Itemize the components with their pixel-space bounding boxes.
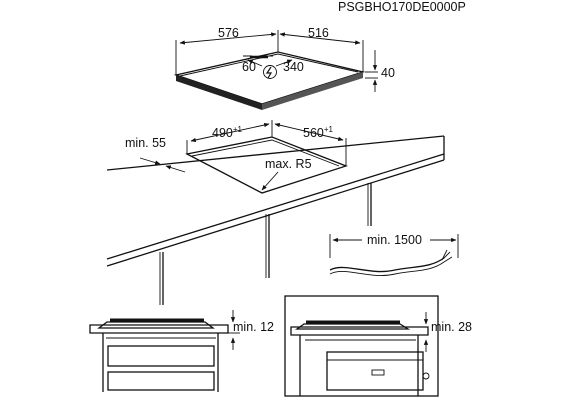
hob-drawing [173,51,366,110]
lightning-bolt-icon [265,66,273,79]
edge-distance-label: min. 55 [125,136,166,150]
edge-distance-dimension: min. 55 [125,136,186,173]
hob-width-label: 576 [218,26,239,40]
install-right-gap-label: min. 28 [431,320,472,334]
cutout-depth-tolerance: +1 [324,125,334,134]
left-hob-profile [97,321,215,329]
hob-front-edge [176,75,262,110]
hob-top-dimensions: 576 516 [175,26,364,75]
cable-length-label: min. 1500 [367,233,422,247]
power-icon-circle [263,65,277,79]
document-code: PSGBHO170DE0000P [338,0,466,14]
cable-right-distance: 340 [283,60,304,74]
worktop-drawing [106,135,445,305]
right-hob-profile [294,323,411,330]
cable-left-distance: 60 [242,60,256,74]
power-cable [329,257,445,273]
cutout-width-label: 490+1 [212,125,243,140]
left-worktop [89,324,229,334]
cable-drawing: min. 1500 [329,233,459,276]
hob-side-edge [262,72,363,110]
cable-position-dimensions: 60 340 [242,59,304,79]
corner-radius-label: max. R5 [265,157,312,171]
install-right-frame [284,295,439,397]
install-right-panel: min. 28 [284,295,472,397]
cutout-dimensions: 490+1 560+1 [186,120,347,166]
install-left-panel: min. 12 [89,310,274,392]
left-drawer-1 [107,345,215,367]
hob-top-surface [173,51,366,105]
hob-height-dimension: 40 [365,50,395,92]
hob-height-label: 40 [381,66,395,80]
corner-radius-callout: max. R5 [261,157,312,191]
install-left-gap-label: min. 12 [233,320,274,334]
right-worktop [290,326,429,336]
hob-depth-label: 516 [308,26,329,40]
cutout-width-tolerance: +1 [233,125,243,134]
left-drawer-2 [107,371,215,391]
right-oven [326,351,424,391]
cutout-depth-label: 560+1 [303,125,334,140]
